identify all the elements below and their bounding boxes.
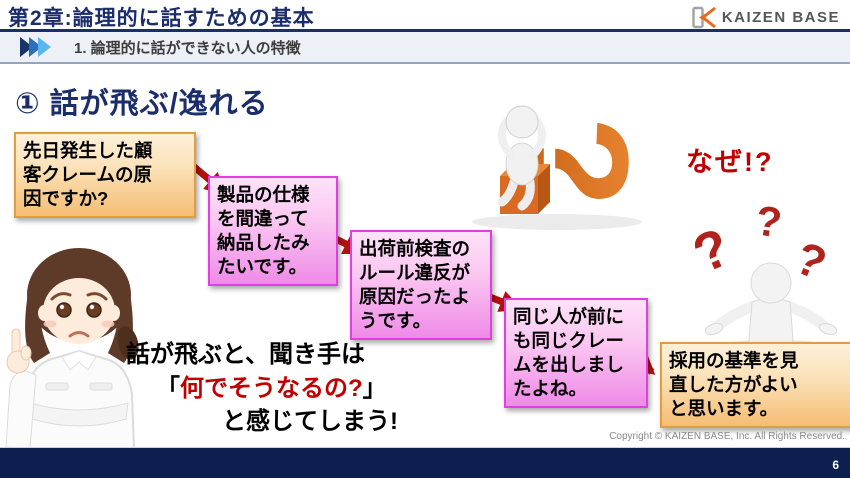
takeaway-message: 話が飛ぶと、聞き手は 「何でそうなるの?」 と感じてしまう! — [126, 338, 398, 439]
why-exclaim-text: なぜ!? — [686, 147, 774, 177]
figure-shrugging-with-question-marks: ? ? ? — [692, 196, 838, 356]
copyright-text: Copyright © KAIZEN BASE, Inc. All Rights… — [609, 431, 845, 442]
kaizen-base-logo: KAIZEN BASE — [691, 4, 840, 30]
speech-box-answer-2: 出荷前検査の ルール違反が 原因だったよ うです。 — [350, 230, 492, 341]
section-label: 1. 論理的に話ができない人の特徴 — [74, 39, 301, 57]
footer-bar: 6 — [0, 447, 850, 478]
kaizen-base-k-icon — [692, 6, 716, 29]
speech-box-question-1: 先日発生した顧 客クレームの原 因ですか? — [14, 132, 196, 219]
bracket-open: 「 — [156, 374, 180, 402]
speech-box-answer-1: 製品の仕様 を間違って 納品したみ たいです。 — [208, 176, 338, 287]
speech-box-answer-3: 同じ人が前に も同じクレー ムを出しまし たよね。 — [504, 298, 648, 409]
speech-box-conclusion: 採用の基準を見 直した方がよい と思います。 — [660, 342, 850, 429]
header-divider — [0, 29, 850, 32]
section-banner: 1. 論理的に話ができない人の特徴 — [0, 32, 850, 64]
slide-title: ① 話が飛ぶ/逸れる — [15, 88, 269, 120]
message-line-3: と感じてしまう! — [222, 408, 398, 436]
page-number: 6 — [832, 458, 839, 472]
chapter-title: 第2章:論理的に話すための基本 — [8, 7, 315, 30]
triple-chevron-right-icon — [20, 37, 51, 57]
worried-female-worker — [5, 248, 139, 448]
logo-wordmark: KAIZEN BASE — [721, 8, 840, 26]
message-line-1: 話が飛ぶと、聞き手は — [126, 341, 366, 368]
message-line-2: 「何でそうなるの?」 — [156, 372, 398, 406]
bracket-close: 」 — [362, 374, 387, 402]
figure-sitting-on-question-mark: ? — [472, 105, 652, 230]
message-highlight: 何でそうなるの? — [180, 374, 363, 402]
